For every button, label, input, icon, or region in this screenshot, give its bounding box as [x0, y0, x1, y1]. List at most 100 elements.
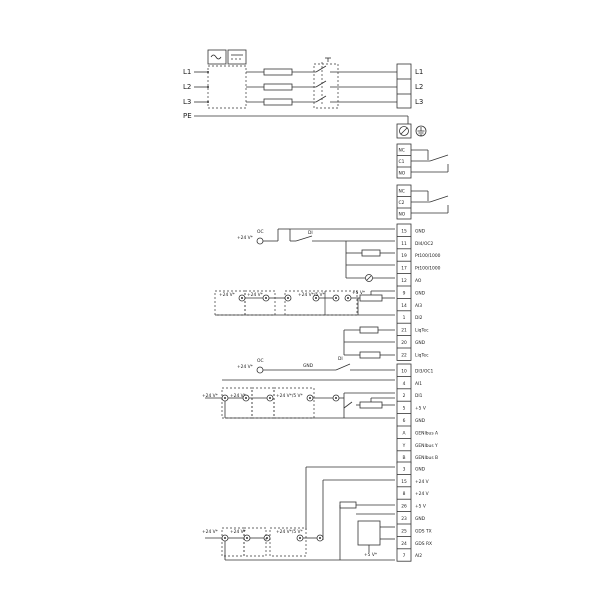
group-ai1-di1: +24 V* +24 V* +24 V*/5 V* [202, 387, 395, 419]
terminal-label: GND [415, 290, 426, 296]
label-24v-2b: +24 V* [247, 292, 264, 298]
sine-wave-icon [210, 54, 222, 60]
terminal-number: 11 [401, 241, 407, 247]
terminal-number: 17 [401, 266, 407, 272]
label-oc-4: OC [257, 358, 264, 364]
terminal-label: +24 V [415, 479, 429, 485]
ac-symbol-icon [207, 49, 227, 65]
relay-2: NC C2 NO [396, 184, 449, 220]
terminal-label: GND [415, 516, 426, 522]
terminal-number: 6 [403, 418, 406, 424]
label-24v-1: +24 V* [237, 235, 254, 241]
filter-box [207, 65, 247, 109]
terminal-number: 14 [401, 303, 407, 309]
label-gnd-4: GND [303, 363, 314, 369]
terminal-number: 7 [403, 553, 406, 559]
label-5v-2: +5 V* [352, 290, 366, 296]
terminal-label: GENIbus A [415, 430, 438, 436]
terminal-label: GENIbus Y [415, 443, 438, 449]
mains-input-l3: L3 [183, 98, 191, 106]
terminal-number: 21 [401, 328, 407, 334]
terminal-number: B [402, 455, 405, 461]
ai3-potentiometer [359, 294, 383, 302]
label-24v-2a: +24 V* [219, 292, 236, 298]
mains-section: L1 L2 L3 PE [183, 49, 427, 139]
terminal-label: AO [415, 278, 422, 284]
relay2-c: C2 [399, 200, 405, 206]
motor-output-l1: L1 [415, 68, 423, 76]
terminal-number: 3 [403, 466, 406, 472]
mains-input-l1: L1 [183, 68, 191, 76]
pe-label: PE [183, 112, 192, 120]
terminal-label: AI1 [415, 381, 422, 387]
terminal-number: Y [402, 443, 406, 449]
relay2-nc: NC [399, 189, 405, 195]
terminal-label: +5 V [415, 406, 426, 412]
relay1-c: C1 [399, 159, 405, 165]
terminal-number: 5 [403, 406, 406, 412]
terminal-label: GND [415, 340, 426, 346]
liqtec-resistor-1 [359, 326, 379, 334]
terminal-number: 15 [401, 228, 407, 234]
gds-sensor [357, 520, 381, 546]
terminal-label: GND [415, 418, 426, 424]
motor-output-l2: L2 [415, 83, 423, 91]
terminal-label: +24 V [415, 491, 429, 497]
terminal-number: 9 [403, 290, 406, 296]
label-24v-6a: +24 V* [202, 529, 219, 535]
relay-1: NC C1 NO [396, 143, 449, 179]
terminal-number: 26 [401, 504, 407, 510]
terminal-label: +5 V [415, 504, 426, 510]
group-di3-oc1: +24 V* OC GND DI [222, 356, 395, 381]
ai2-potentiometer [339, 501, 357, 509]
terminal-number: 10 [401, 368, 407, 374]
terminal-label: DI1 [415, 393, 423, 399]
terminal-label: LiqTec [415, 352, 429, 358]
terminal-number: 22 [401, 352, 407, 358]
label-oc-1: OC [257, 229, 264, 235]
label-24v-5a: +24 V* [202, 393, 219, 399]
fuse-l3 [263, 98, 293, 106]
terminal-block-1 [396, 223, 412, 361]
relay1-nc: NC [399, 148, 405, 154]
oc-circle-1 [256, 237, 264, 245]
label-24v5v-2: +24 V*/5 V* [298, 292, 326, 298]
terminal-number: 12 [401, 278, 407, 284]
fuse-l1 [263, 68, 293, 76]
label-24v5v-5: +24 V*/5 V* [276, 393, 304, 399]
motor-output-l3: L3 [415, 98, 423, 106]
terminal-number: 20 [401, 340, 407, 346]
pt100-resistor [361, 249, 381, 257]
terminal-label: GND [415, 466, 426, 472]
terminal-number: 15 [401, 479, 407, 485]
relay2-no: NO [399, 212, 406, 218]
label-24v-4: +24 V* [237, 364, 254, 370]
terminal-label: GND [415, 228, 426, 234]
terminal-label: GDS TX [415, 528, 432, 534]
label-24v5v-6: +24 V*/5 V* [276, 529, 304, 535]
terminal-number: 19 [401, 253, 407, 259]
relay1-no: NO [399, 171, 406, 177]
terminal-label: DI4/OC2 [415, 241, 433, 247]
label-24v-6b: +24 V* [230, 529, 247, 535]
terminal-label: Pt100/1000 [415, 266, 441, 272]
ground-icon [415, 125, 427, 137]
group-ai3-di2: +24 V* +24 V* +24 V*/5 V* +5 V* [214, 290, 395, 316]
terminal-number: 8 [403, 491, 406, 497]
terminal-label: GENIbus B [415, 455, 438, 461]
motor-terminal-block [396, 63, 412, 109]
terminal-label: DI2 [415, 315, 423, 321]
label-di-4: DI [338, 356, 343, 362]
terminal-label: AI3 [415, 303, 422, 309]
dc-symbol-icon [227, 49, 247, 65]
terminal-label: DI3/OC1 [415, 368, 433, 374]
group-di4-pt100: +24 V* OC DI [237, 228, 395, 282]
ao-meter-icon [365, 274, 373, 282]
terminal-number: 2 [403, 393, 406, 399]
terminal-number: A [402, 430, 405, 436]
fuse-l2 [263, 83, 293, 91]
liqtec-resistor-2 [359, 351, 381, 359]
terminal-label: AI2 [415, 553, 422, 559]
